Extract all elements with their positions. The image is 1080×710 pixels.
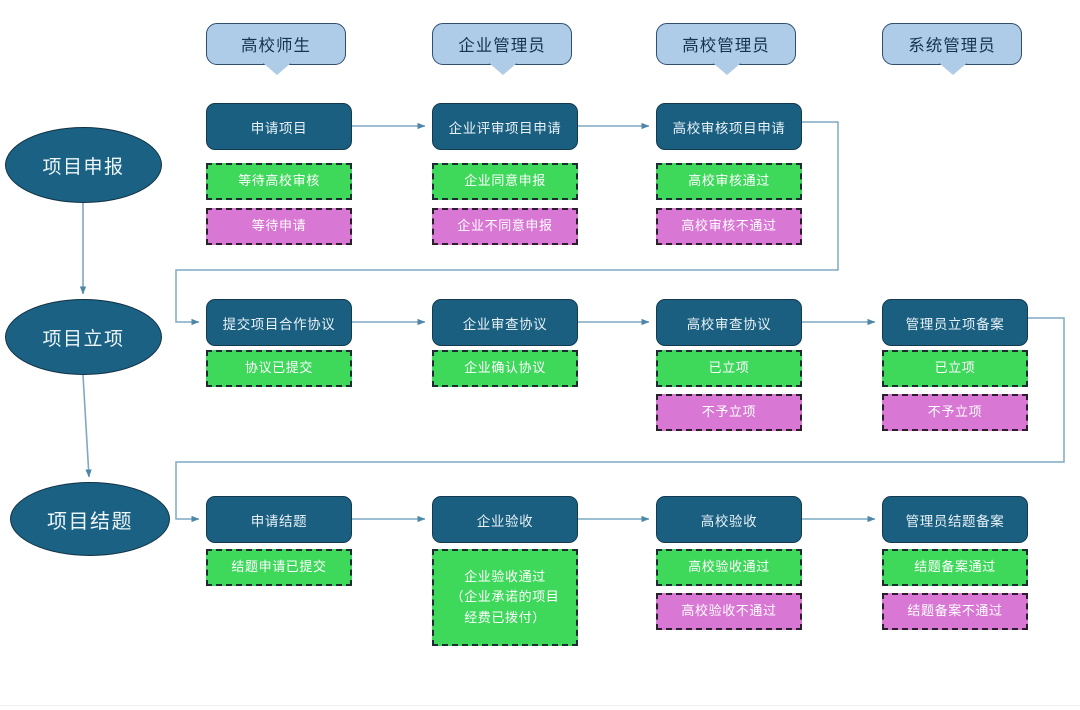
process-box-r1c2[interactable]: 企业评审项目申请: [432, 103, 578, 150]
process-box-label: 高校审核项目申请: [672, 120, 786, 136]
status-chip-r2c4s1[interactable]: 已立项: [882, 350, 1028, 387]
process-box-r1c3[interactable]: 高校审核项目申请: [656, 103, 802, 150]
callout-tail-icon: [713, 63, 741, 75]
bottom-divider: [0, 705, 1080, 706]
stage-label: 项目申报: [42, 156, 125, 178]
role-header-3[interactable]: 高校管理员: [656, 23, 796, 75]
status-chip-r3c4s1[interactable]: 结题备案通过: [882, 549, 1028, 586]
status-chip-label: 企业验收通过 （企业承诺的项目 经费已拨付）: [450, 569, 560, 625]
stage-ellipse-3[interactable]: 项目结题: [10, 482, 170, 556]
callout-tail-icon: [263, 63, 291, 75]
process-box-label: 申请项目: [250, 120, 308, 136]
status-chip-label: 不予立项: [927, 404, 983, 420]
role-header-label: 高校管理员: [682, 37, 770, 55]
status-chip-r1c3s2[interactable]: 高校审核不通过: [656, 208, 802, 245]
stage-label: 项目立项: [42, 328, 125, 350]
process-box-label: 管理员立项备案: [905, 316, 1005, 332]
stage-ellipse-2[interactable]: 项目立项: [5, 299, 162, 375]
stage-ellipse-1[interactable]: 项目申报: [5, 127, 162, 203]
status-chip-label: 不予立项: [701, 404, 757, 420]
role-header-label: 高校师生: [241, 37, 311, 55]
process-box-r2c4[interactable]: 管理员立项备案: [882, 299, 1028, 346]
status-chip-label: 企业确认协议: [464, 360, 546, 376]
status-chip-r3c4s2[interactable]: 结题备案不通过: [882, 593, 1028, 630]
status-chip-r3c3s2[interactable]: 高校验收不通过: [656, 593, 802, 630]
status-chip-label: 结题备案不通过: [907, 603, 1003, 619]
process-box-label: 企业审查协议: [462, 316, 548, 332]
status-chip-r2c1s1[interactable]: 协议已提交: [206, 350, 352, 387]
status-chip-label: 协议已提交: [244, 360, 313, 376]
process-box-r3c3[interactable]: 高校验收: [656, 496, 802, 543]
role-header-label: 系统管理员: [908, 37, 996, 55]
process-box-r3c1[interactable]: 申请结题: [206, 496, 352, 543]
status-chip-r3c1s1[interactable]: 结题申请已提交: [206, 549, 352, 586]
status-chip-label: 高校验收通过: [688, 559, 770, 575]
status-chip-label: 等待高校审核: [238, 173, 320, 189]
process-box-label: 企业评审项目申请: [448, 120, 562, 136]
status-chip-r1c1s1[interactable]: 等待高校审核: [206, 163, 352, 200]
process-box-label: 提交项目合作协议: [222, 316, 336, 332]
status-chip-r3c3s1[interactable]: 高校验收通过: [656, 549, 802, 586]
status-chip-label: 结题申请已提交: [231, 559, 327, 575]
process-box-label: 管理员结题备案: [905, 513, 1005, 529]
process-box-r1c1[interactable]: 申请项目: [206, 103, 352, 150]
process-box-r2c2[interactable]: 企业审查协议: [432, 299, 578, 346]
role-header-4[interactable]: 系统管理员: [882, 23, 1022, 75]
process-box-r2c1[interactable]: 提交项目合作协议: [206, 299, 352, 346]
status-chip-label: 企业不同意申报: [457, 218, 553, 234]
status-chip-r2c3s2[interactable]: 不予立项: [656, 394, 802, 431]
status-chip-label: 高校验收不通过: [681, 603, 777, 619]
status-chip-r2c3s1[interactable]: 已立项: [656, 350, 802, 387]
callout-tail-icon: [939, 63, 967, 75]
stage-label: 项目结题: [47, 510, 133, 533]
status-chip-label: 企业同意申报: [464, 173, 546, 189]
status-chip-r1c3s1[interactable]: 高校审核通过: [656, 163, 802, 200]
status-chip-r1c2s2[interactable]: 企业不同意申报: [432, 208, 578, 245]
role-header-1[interactable]: 高校师生: [206, 23, 346, 75]
process-box-r2c3[interactable]: 高校审查协议: [656, 299, 802, 346]
status-chip-label: 结题备案通过: [914, 559, 996, 575]
status-chip-r1c2s1[interactable]: 企业同意申报: [432, 163, 578, 200]
status-chip-r2c2s1[interactable]: 企业确认协议: [432, 350, 578, 387]
status-chip-r2c4s2[interactable]: 不予立项: [882, 394, 1028, 431]
role-header-2[interactable]: 企业管理员: [432, 23, 572, 75]
process-box-label: 高校验收: [700, 513, 758, 529]
connector-stage2-stage3: [82, 374, 92, 478]
process-box-label: 高校审查协议: [686, 316, 772, 332]
status-chip-label: 已立项: [708, 360, 750, 376]
callout-tail-icon: [489, 63, 517, 75]
status-chip-r1c1s2[interactable]: 等待申请: [206, 208, 352, 245]
process-box-r3c4[interactable]: 管理员结题备案: [882, 496, 1028, 543]
process-box-r3c2[interactable]: 企业验收: [432, 496, 578, 543]
status-chip-r3c2s1[interactable]: 企业验收通过 （企业承诺的项目 经费已拨付）: [432, 549, 578, 646]
status-chip-label: 已立项: [934, 360, 976, 376]
status-chip-label: 等待申请: [251, 218, 307, 234]
status-chip-label: 高校审核通过: [688, 173, 770, 189]
status-chip-label: 高校审核不通过: [681, 218, 777, 234]
role-header-label: 企业管理员: [458, 37, 546, 55]
process-box-label: 企业验收: [476, 513, 534, 529]
process-box-label: 申请结题: [250, 513, 308, 529]
